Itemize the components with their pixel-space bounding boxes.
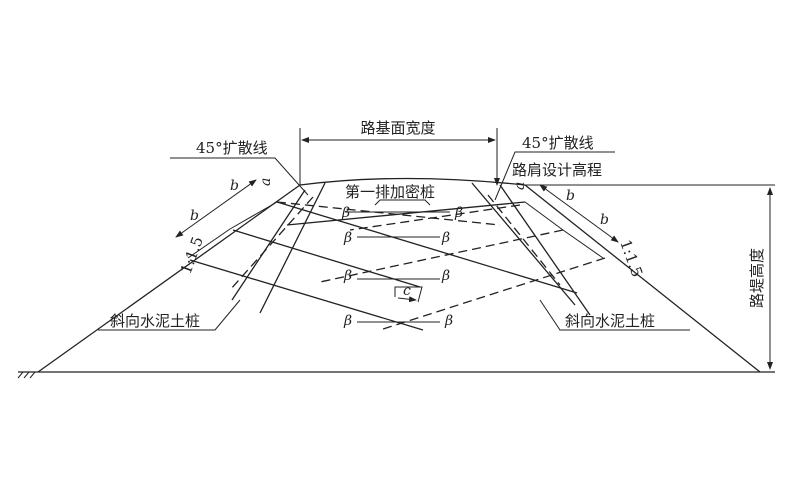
spacing-b-label: b xyxy=(600,212,609,228)
pile-lines xyxy=(175,179,619,331)
spacing-b-label: b xyxy=(566,188,575,204)
inclined-pile-left-label: 斜向水泥土桩 xyxy=(110,312,200,330)
angle-beta-label: β xyxy=(441,268,450,284)
spacing-b-label: b xyxy=(230,178,239,194)
left-slope xyxy=(37,184,301,373)
offset-a-label: a xyxy=(258,178,274,186)
angle-beta-label: β xyxy=(441,230,450,246)
first-row-piles-label: 第一排加密桩 xyxy=(345,183,435,201)
embankment-outline xyxy=(17,177,775,379)
angle-reference-lines xyxy=(345,211,450,323)
spread-line-right-label: 45°扩散线 xyxy=(522,134,594,152)
angle-beta-label: β xyxy=(454,205,463,221)
embankment-height-label: 路堤高度 xyxy=(748,248,766,308)
right-slope xyxy=(524,184,761,373)
spread-line-left-label: 45°扩散线 xyxy=(196,139,268,157)
leaders xyxy=(98,151,690,331)
spacing-c-label: c xyxy=(403,283,411,299)
embankment-height-dimension: 路堤高度 xyxy=(748,187,773,370)
inclined-pile-right-label: 斜向水泥土桩 xyxy=(565,312,655,330)
offset-a-label: a xyxy=(512,182,528,190)
slope-right-label: 1:1.5 xyxy=(616,237,646,279)
angle-beta-label: β xyxy=(343,268,352,284)
angle-beta-label: β xyxy=(343,313,352,329)
roadbed-width-dimension: 路基面宽度 xyxy=(299,119,500,186)
angle-beta-label: β xyxy=(444,313,453,329)
angle-beta-label: β xyxy=(341,205,350,221)
spacing-b-label: b xyxy=(190,208,199,224)
ground-hatch-icon xyxy=(17,371,36,379)
angle-beta-label: β xyxy=(343,230,352,246)
shoulder-elevation-label: 路肩设计高程 xyxy=(512,161,602,179)
roadbed-width-label: 路基面宽度 xyxy=(360,119,435,137)
